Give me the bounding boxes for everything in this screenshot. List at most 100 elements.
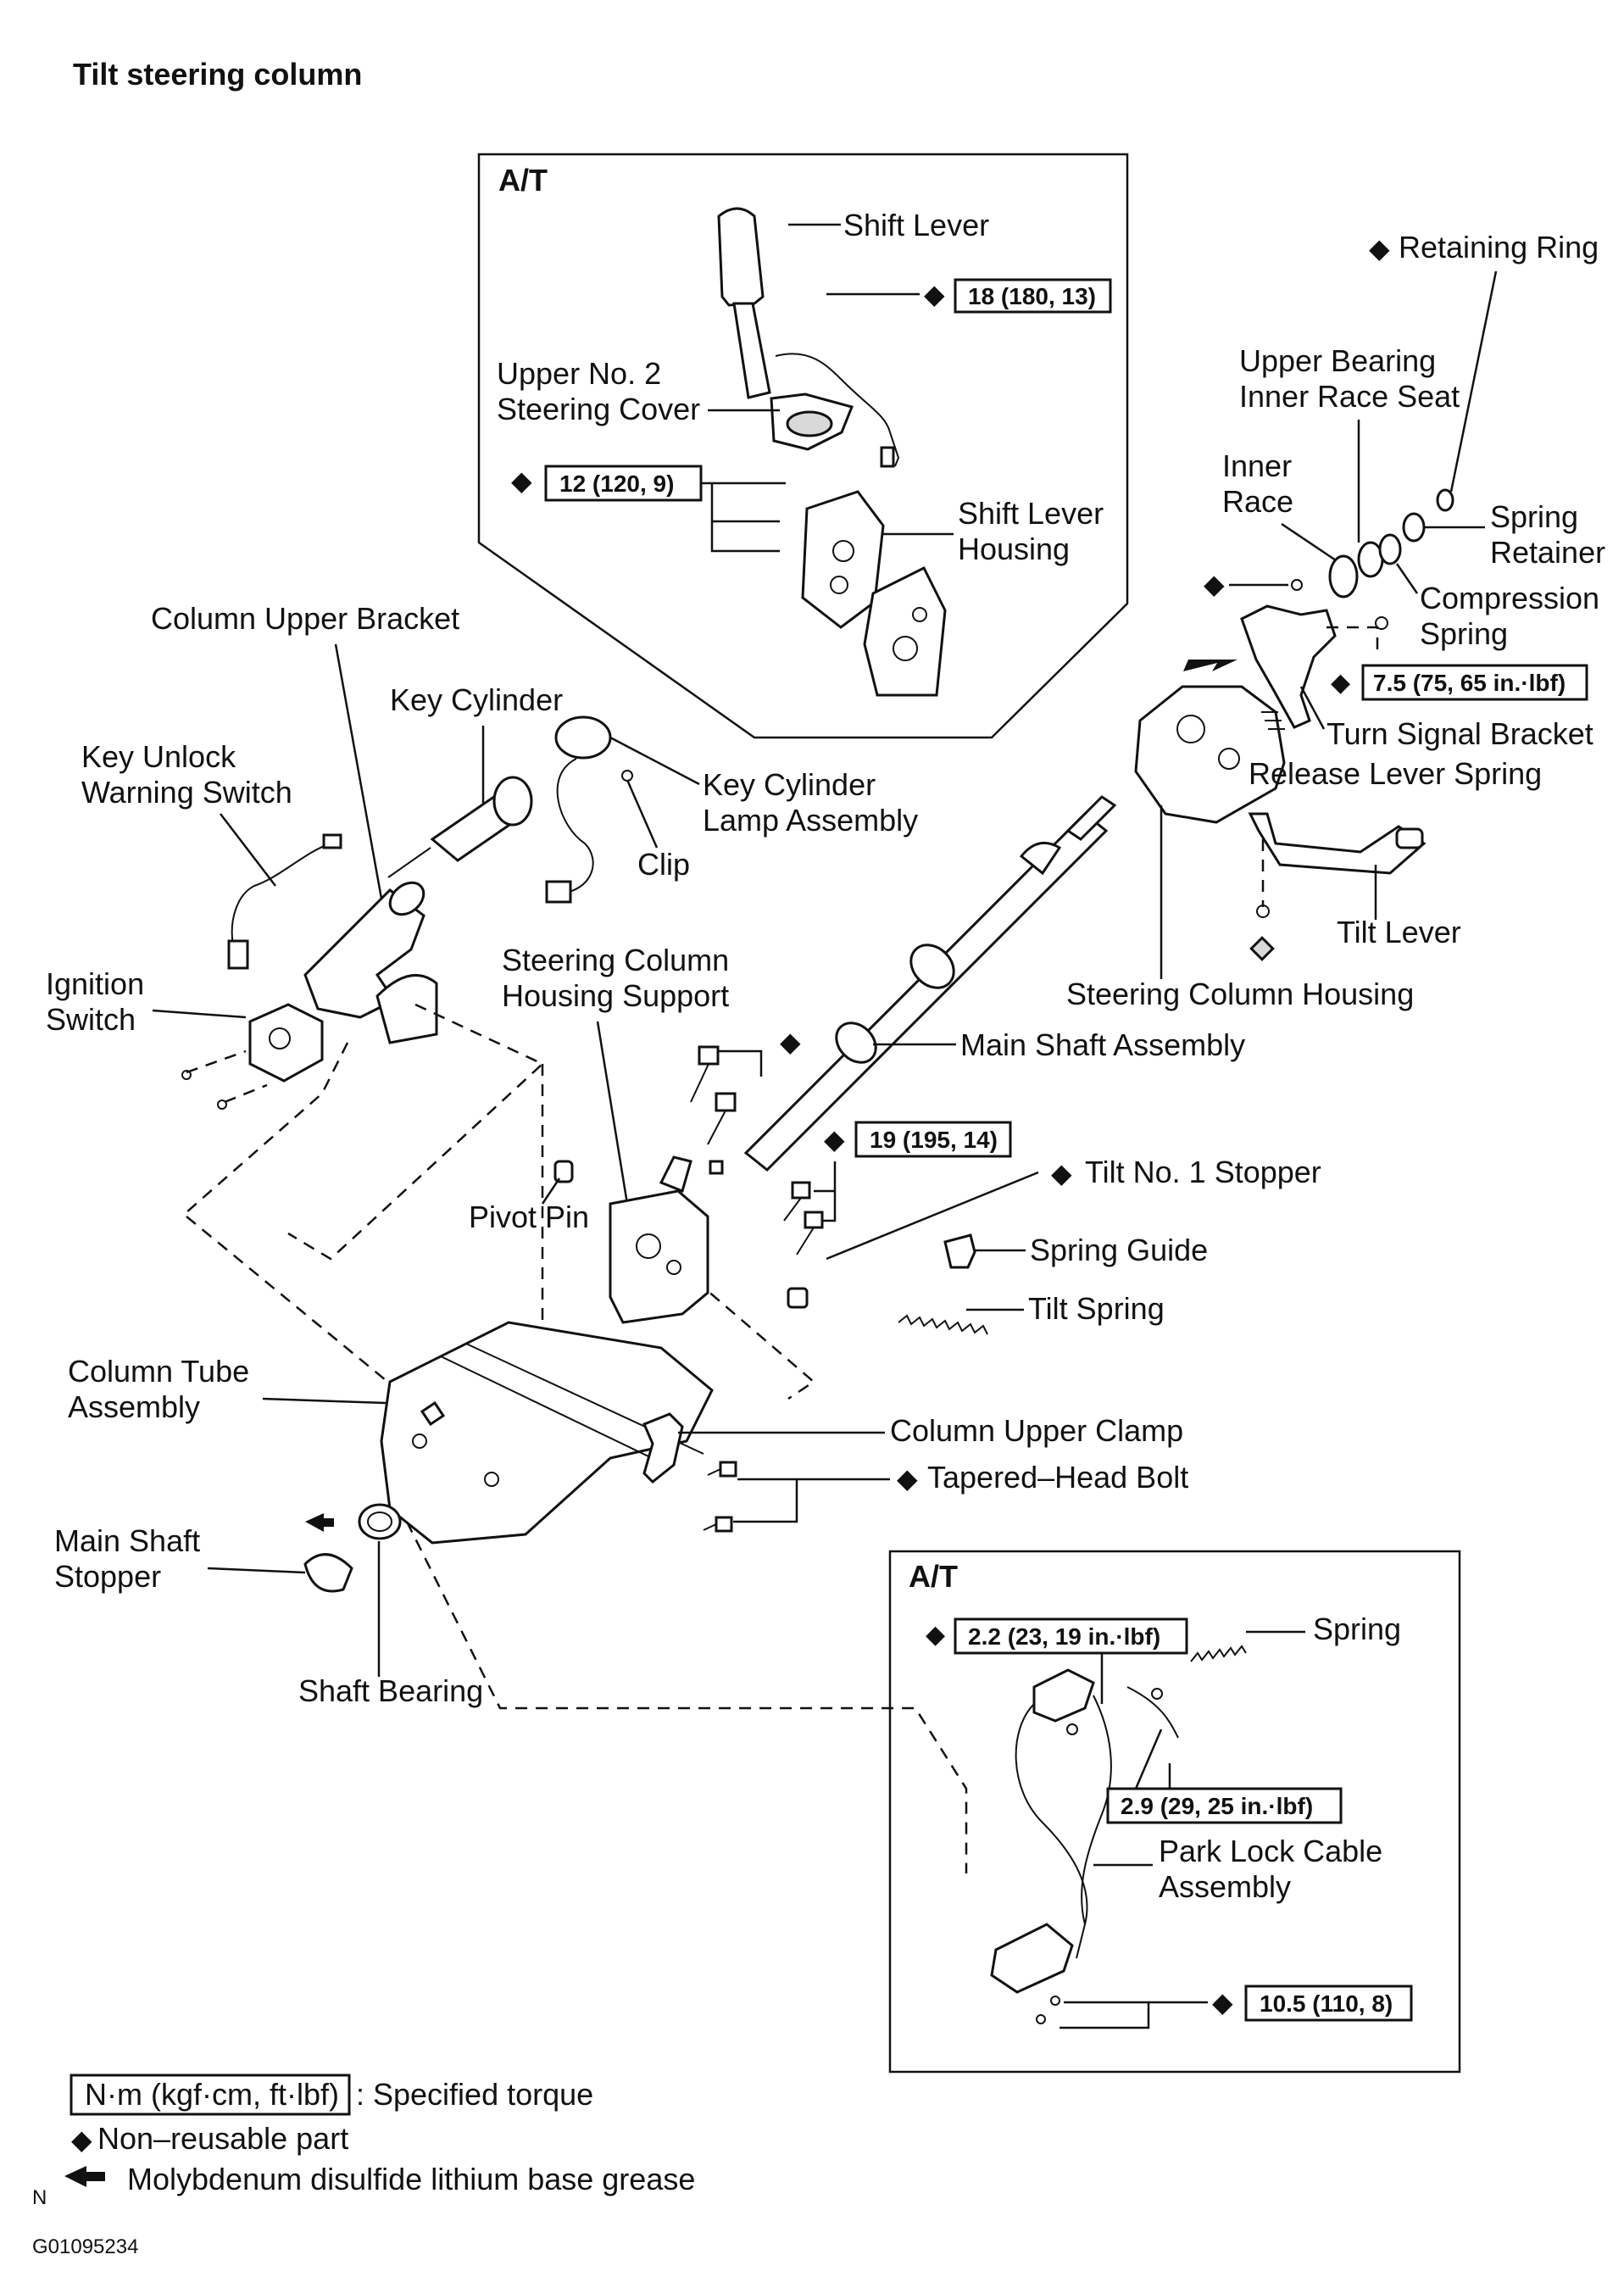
torque-18: 18 (180, 13): [968, 283, 1096, 309]
non-reusable-mark: ◆: [1369, 233, 1390, 264]
ignition-switch-label-2: Switch: [46, 1002, 136, 1037]
upper-no2-cover-label-1: Upper No. 2: [497, 356, 661, 391]
non-reusable-mark: ◆: [926, 1621, 945, 1649]
tilt-stopper-part: [787, 1287, 809, 1309]
retaining-ring-part: [1436, 488, 1454, 512]
tilt-no1-stopper-label: Tilt No. 1 Stopper: [1085, 1155, 1321, 1189]
torque-19: 19 (195, 14): [870, 1127, 998, 1153]
housing-support-part: [609, 1155, 709, 1324]
key-cylinder-part: [387, 776, 533, 878]
inner-race-label-1: Inner: [1222, 448, 1292, 483]
torque-2-2: 2.2 (23, 19 in.·lbf): [968, 1623, 1160, 1650]
non-reusable-mark: ◆: [897, 1463, 918, 1494]
shaft-bearing-part: [358, 1503, 402, 1540]
column-tube-part: [380, 1321, 714, 1545]
left-cluster: Column Upper Bracket Key Cylinder Key Un…: [46, 601, 918, 1110]
release-lever-spring-part: [1261, 711, 1285, 730]
retaining-ring-label: Retaining Ring: [1399, 230, 1599, 264]
stopper-bolts: [783, 1181, 824, 1255]
at-shift-panel: A/T Shift Lever ◆ 18 (180, 13) U: [477, 153, 1129, 739]
compression-spring-label-1: Compression: [1420, 581, 1599, 615]
non-reusable-mark: ◆: [824, 1124, 845, 1155]
non-reusable-mark: ◆: [511, 465, 532, 496]
torque-2-9: 2.9 (29, 25 in.·lbf): [1121, 1793, 1313, 1819]
right-upper-cluster: ◆ Retaining Ring Upper Bearing Inner Rac…: [1066, 230, 1605, 1011]
compression-spring-part: [1378, 533, 1402, 565]
shift-lever-housing-label-1: Shift Lever: [958, 496, 1104, 531]
spring-retainer-label-2: Retainer: [1490, 535, 1605, 570]
non-reusable-mark: ◆: [780, 1027, 801, 1057]
non-reusable-mark: ◆: [1204, 569, 1225, 599]
column-upper-clamp-label: Column Upper Clamp: [890, 1413, 1183, 1448]
ignition-switch-label-1: Ignition: [46, 966, 144, 1001]
turn-signal-bracket-part: [1240, 604, 1337, 729]
grease-arrow: [305, 1513, 334, 1532]
shift-lever-part: [717, 207, 900, 468]
tapered-head-bolt-label: Tapered–Head Bolt: [927, 1460, 1188, 1495]
release-lever-spring-label: Release Lever Spring: [1249, 756, 1542, 791]
torque-10-5: 10.5 (110, 8): [1260, 1990, 1393, 2017]
tilt-spring-part: [898, 1314, 988, 1335]
main-shaft-stopper-label-2: Stopper: [54, 1559, 161, 1594]
park-lock-cable-label-1: Park Lock Cable: [1159, 1834, 1382, 1868]
figure-code: G01095234: [32, 2235, 138, 2258]
shaft-bearing-label: Shaft Bearing: [298, 1673, 483, 1708]
tapered-head-bolts: [703, 1461, 737, 1533]
column-upper-clamp-part: [642, 1412, 684, 1484]
column-upper-bracket-part: [303, 881, 438, 1044]
upper-bearing-label-1: Upper Bearing: [1239, 343, 1436, 378]
shift-lever-label: Shift Lever: [843, 208, 989, 242]
key-unlock-label-2: Warning Switch: [81, 775, 292, 810]
grease-arrow: [1183, 660, 1237, 671]
non-reusable-mark: ◆: [1051, 1158, 1072, 1189]
torque-7-5: 7.5 (75, 65 in.·lbf): [1373, 670, 1566, 696]
sc-housing-support-label-2: Housing Support: [502, 978, 729, 1013]
spring-part-lower: [1190, 1645, 1247, 1662]
tilt-lever-part: [1248, 812, 1427, 875]
park-lock-cable-label-2: Assembly: [1159, 1869, 1291, 1904]
pivot-pin-part: [553, 1160, 574, 1183]
steering-column-housing-label: Steering Column Housing: [1066, 977, 1414, 1011]
tilt-lever-label: Tilt Lever: [1337, 915, 1461, 949]
upper-bearing-label-2: Inner Race Seat: [1239, 379, 1460, 414]
column-tube-label-2: Assembly: [68, 1389, 200, 1424]
legend-grease: Molybdenum disulfide lithium base grease: [127, 2162, 695, 2196]
key-cyl-lamp-label-2: Lamp Assembly: [703, 803, 918, 838]
tilt-spring-label: Tilt Spring: [1028, 1291, 1165, 1326]
shift-lever-housing-label-2: Housing: [958, 532, 1070, 566]
main-shaft-part: [743, 795, 1117, 1172]
sc-housing-support-label-1: Steering Column: [502, 943, 729, 977]
key-cylinder-lamp-part: [545, 715, 612, 904]
park-lock-cable-part: [990, 1668, 1179, 2024]
spring-guide-part: [943, 1233, 976, 1269]
at-panel-label-upper: A/T: [498, 163, 548, 198]
upper-steering-cover-part: [770, 392, 854, 451]
column-tube-label-1: Column Tube: [68, 1354, 249, 1389]
inner-race-label-2: Race: [1222, 484, 1293, 519]
non-reusable-mark: ◆: [924, 279, 945, 309]
key-cyl-lamp-label-1: Key Cylinder: [703, 767, 876, 802]
inner-race-part: [1328, 554, 1359, 598]
key-unlock-switch-part: [227, 833, 342, 970]
spring-label: Spring: [1313, 1612, 1401, 1646]
spring-retainer-part: [1402, 512, 1426, 543]
legend-unit-box: N·m (kgf·cm, ft·lbf): [85, 2077, 339, 2112]
at-panel-label-lower: A/T: [909, 1559, 958, 1594]
legend-diamond-icon: ◆: [71, 2124, 92, 2155]
steering-column-housing-part: [1134, 685, 1286, 824]
main-shaft-stopper-label-1: Main Shaft: [54, 1523, 200, 1558]
non-reusable-mark: ◆: [1331, 669, 1350, 697]
upper-no2-cover-label-2: Steering Cover: [497, 392, 700, 426]
key-unlock-label-1: Key Unlock: [81, 739, 236, 774]
ignition-switch-part: [248, 1003, 324, 1083]
legend-grease-arrow-icon: [64, 2166, 105, 2187]
legend-unit-desc: : Specified torque: [356, 2077, 593, 2112]
spring-guide-label: Spring Guide: [1030, 1233, 1208, 1267]
center-cluster: Steering Column Housing Support ◆ Pivot …: [469, 943, 1321, 1335]
main-shaft-stopper-part: [303, 1553, 353, 1593]
key-cylinder-label: Key Cylinder: [390, 682, 563, 717]
clip-label: Clip: [637, 847, 690, 882]
column-upper-bracket-label: Column Upper Bracket: [151, 601, 459, 636]
legend: N·m (kgf·cm, ft·lbf) : Specified torque …: [32, 2074, 695, 2258]
